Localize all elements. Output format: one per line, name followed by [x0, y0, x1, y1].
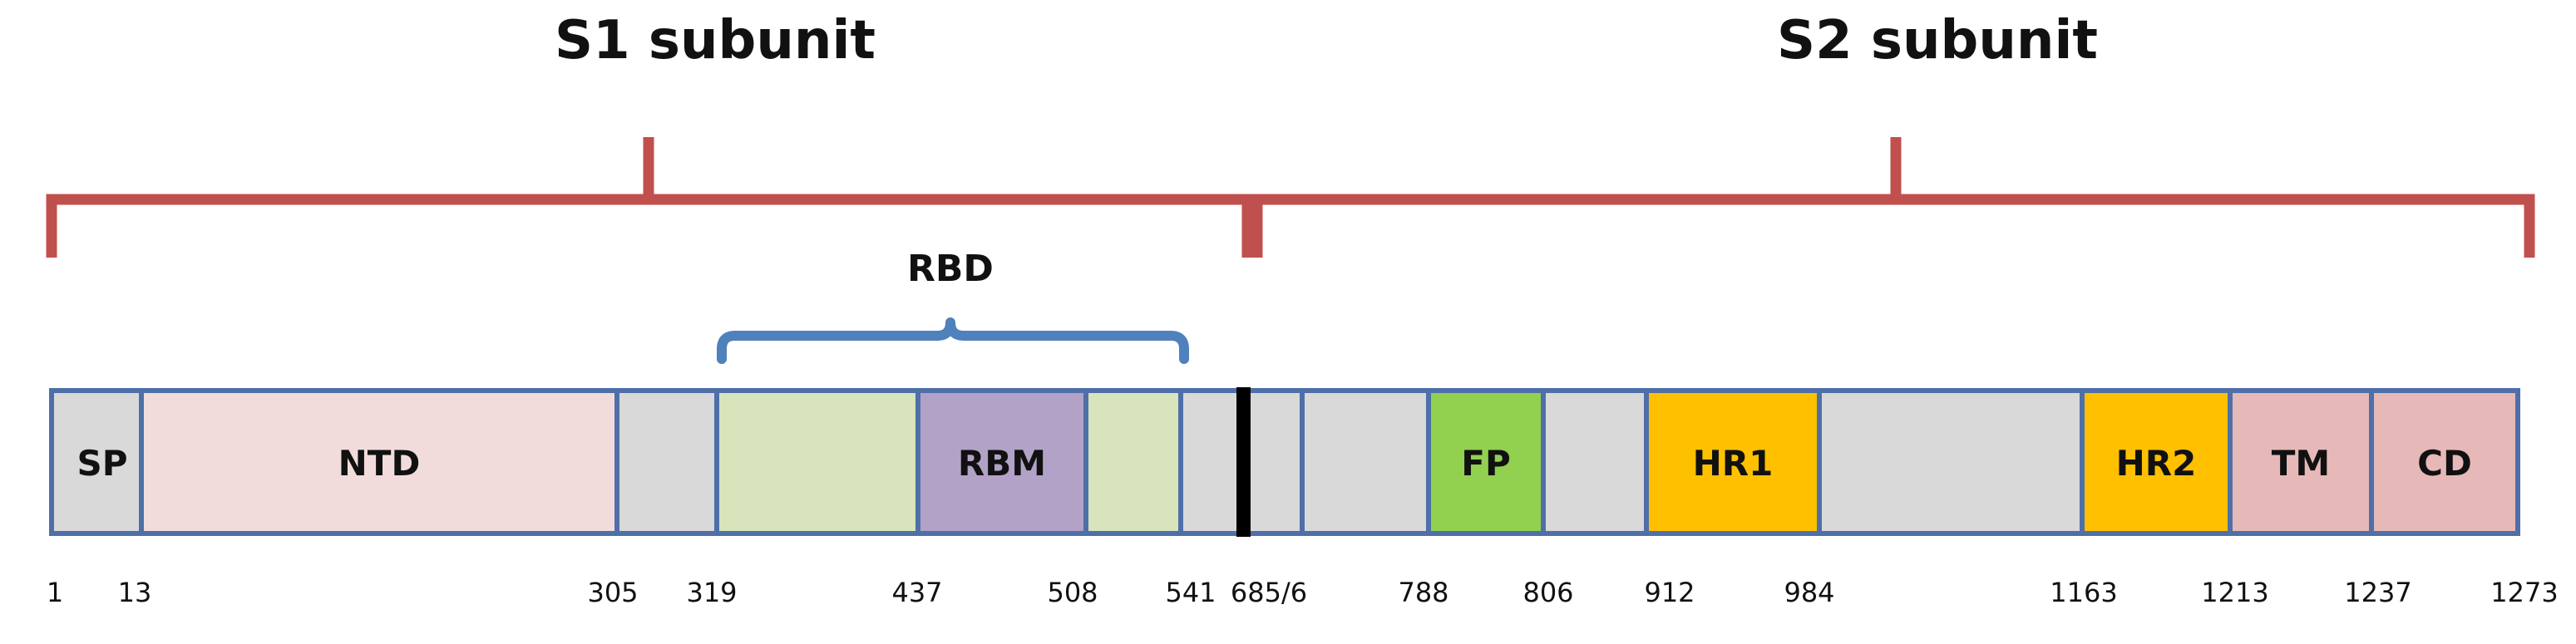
position-label: 1 [47, 577, 63, 608]
position-label: 912 [1644, 577, 1695, 608]
domain-label-cd: CD [2417, 443, 2472, 484]
domain-linker-1 [614, 388, 719, 536]
domain-ntd [139, 388, 619, 536]
position-label: 806 [1522, 577, 1573, 608]
domain-cd [2369, 388, 2520, 536]
residue-positions: 1 13 305 319 437 508 541 685/6 788 806 9… [47, 577, 2559, 608]
position-label: 319 [686, 577, 737, 608]
position-label: 1213 [2201, 577, 2268, 608]
position-label: 1237 [2344, 577, 2411, 608]
domain-sp [49, 388, 144, 536]
s1-s2-cleavage-mark [1236, 387, 1251, 537]
position-label: 788 [1398, 577, 1448, 608]
domain-linker-3 [1300, 388, 1431, 536]
domain-rbd-right [1083, 388, 1183, 536]
domain-rbm [915, 388, 1088, 536]
domain-boxes [49, 388, 2520, 536]
domain-label-tm: TM [2272, 443, 2330, 484]
rbd-bracket [717, 317, 1189, 364]
domain-label-hr2: HR2 [2116, 443, 2197, 484]
s1-subunit-title: S1 subunit [555, 10, 876, 71]
position-label: 437 [891, 577, 942, 608]
position-label: 508 [1047, 577, 1098, 608]
s1-subunit-bracket [46, 137, 1253, 258]
s2-subunit-bracket [1251, 137, 2535, 258]
domain-fp [1426, 388, 1546, 536]
position-label: 541 [1165, 577, 1216, 608]
domain-label-rbm: RBM [958, 443, 1046, 484]
position-label: 13 [118, 577, 152, 608]
position-label: 984 [1784, 577, 1834, 608]
domain-linker-4 [1541, 388, 1649, 536]
domain-label-ntd: NTD [338, 443, 421, 484]
rbd-label: RBD [907, 248, 994, 290]
position-label: 1273 [2490, 577, 2558, 608]
position-label: 305 [587, 577, 638, 608]
position-label: 685/6 [1231, 577, 1307, 608]
domain-tm [2228, 388, 2374, 536]
domain-linker-5 [1817, 388, 2085, 536]
domain-label-hr1: HR1 [1693, 443, 1774, 484]
domain-label-sp: SP [76, 443, 127, 484]
domain-hr2 [2080, 388, 2233, 536]
domain-rbd-left [714, 388, 920, 536]
s2-subunit-title: S2 subunit [1777, 10, 2098, 71]
position-label: 1163 [2050, 577, 2117, 608]
domain-label-fp: FP [1461, 443, 1510, 484]
